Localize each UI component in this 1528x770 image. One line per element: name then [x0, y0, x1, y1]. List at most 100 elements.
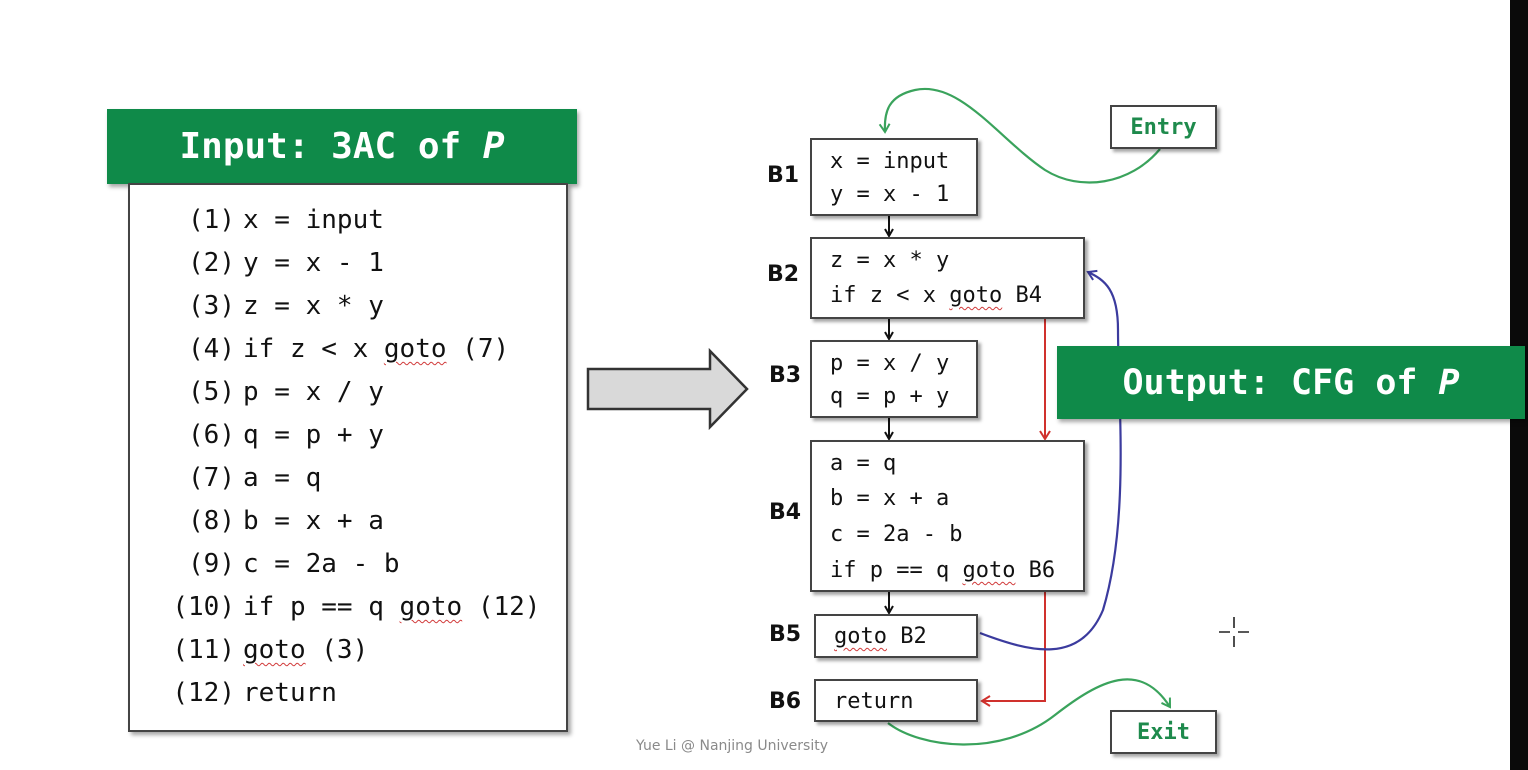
code-stmt-keyword: goto: [243, 635, 306, 665]
code-stmt-pre: z = x * y: [243, 291, 384, 321]
code-stmt-pre: c = 2a - b: [243, 549, 400, 579]
block-stmt: q = p + y: [830, 382, 949, 412]
code-line: (8) b = x + a: [130, 501, 384, 541]
input-banner-text: Input: 3AC of: [179, 126, 462, 167]
block-label: B4: [769, 500, 802, 525]
exit-node: Exit: [1110, 710, 1217, 754]
input-banner-var: P: [482, 126, 505, 167]
block-stmt: c = 2a - b: [830, 520, 962, 550]
block-stmt-keyword: goto: [949, 283, 1003, 308]
code-line-number: (9): [188, 549, 235, 579]
basic-block-b2: z = x * y if z < x goto B4: [810, 237, 1085, 319]
block-stmt: b = x + a: [830, 484, 949, 514]
code-line-number: (4): [188, 334, 235, 364]
code-line-number: (1): [188, 205, 235, 235]
code-stmt-pre: x = input: [243, 205, 384, 235]
code-line: (1) x = input: [130, 200, 384, 240]
code-line-number: (6): [188, 420, 235, 450]
block-stmt-post: B4: [1002, 283, 1042, 308]
code-line-number: (8): [188, 506, 235, 536]
code-stmt-post: (7): [446, 334, 510, 364]
code-stmt-keyword: goto: [399, 592, 463, 622]
edge-b6-exit: [887, 678, 1172, 746]
basic-block-b1: x = input y = x - 1: [810, 138, 978, 216]
code-line: (4) if z < x goto (7): [130, 329, 509, 369]
edge-b5-b2: [979, 269, 1122, 651]
code-stmt-pre: if z < x: [243, 334, 384, 364]
code-line-number: (11): [172, 635, 235, 665]
block-stmt: x = input: [830, 147, 949, 177]
block-stmt: if z < x goto B4: [830, 281, 1042, 311]
entry-label: Entry: [1130, 114, 1197, 140]
exit-label: Exit: [1137, 719, 1190, 745]
block-stmt: y = x - 1: [830, 180, 949, 210]
code-stmt-pre: q = p + y: [243, 420, 384, 450]
code-line: (6) q = p + y: [130, 415, 384, 455]
edge-b4-b6: [980, 592, 1046, 707]
block-stmt-pre: return: [834, 689, 914, 714]
output-banner-var: P: [1438, 362, 1460, 403]
code-stmt-pre: return: [243, 678, 337, 708]
code-stmt-pre: p = x / y: [243, 377, 384, 407]
basic-block-b6: return: [814, 679, 978, 722]
block-stmt: p = x / y: [830, 349, 949, 379]
block-stmt-pre: y = x - 1: [830, 182, 950, 207]
block-stmt-keyword: goto: [962, 558, 1016, 583]
three-address-code-listing: (1) x = input (2) y = x - 1 (3) z = x * y (4) i…: [128, 183, 568, 732]
block-label: B3: [769, 363, 802, 388]
code-line-number: (12): [172, 678, 235, 708]
code-stmt-keyword: goto: [383, 334, 447, 364]
block-label: B1: [767, 163, 800, 188]
code-line: (10) if p == q goto (12): [130, 587, 540, 627]
code-line: (2) y = x - 1: [130, 243, 384, 283]
code-line-number: (5): [188, 377, 235, 407]
code-line: (7) a = q: [130, 458, 321, 498]
output-banner: Output: CFG of P: [1057, 346, 1525, 419]
code-stmt-pre: a = q: [243, 463, 322, 493]
block-stmt: a = q: [830, 449, 896, 479]
code-line: (5) p = x / y: [130, 372, 384, 412]
input-banner: Input: 3AC of P: [107, 109, 577, 184]
block-stmt-pre: if p == q: [830, 558, 963, 583]
block-stmt-pre: if z < x: [830, 283, 950, 308]
code-line-number: (10): [172, 592, 235, 622]
crosshair-cursor-icon: [1219, 617, 1249, 647]
basic-block-b4: a = q b = x + a c = 2a - b if p == q goto B…: [810, 440, 1085, 592]
block-stmt: return: [834, 687, 913, 717]
code-line: (12) return: [130, 673, 337, 713]
block-label: B2: [767, 262, 800, 287]
block-stmt: goto B2: [834, 622, 927, 652]
block-stmt-pre: p = x / y: [830, 351, 950, 376]
block-stmt-pre: q = p + y: [830, 384, 950, 409]
block-stmt-pre: a = q: [830, 451, 897, 476]
footer-credit: Yue Li @ Nanjing University: [636, 738, 829, 754]
code-line: (9) c = 2a - b: [130, 544, 400, 584]
block-stmt-post: B6: [1015, 558, 1056, 583]
code-stmt-pre: b = x + a: [243, 506, 384, 536]
code-stmt-post: (12): [462, 592, 541, 622]
code-stmt-post: (3): [305, 635, 369, 665]
code-line: (11) goto (3): [130, 630, 368, 670]
output-banner-text: Output: CFG of: [1122, 362, 1418, 403]
block-stmt-pre: c = 2a - b: [830, 522, 963, 547]
block-stmt-pre: z = x * y: [830, 248, 950, 273]
code-line-number: (7): [188, 463, 235, 493]
code-line: (3) z = x * y: [130, 286, 384, 326]
code-stmt-pre: if p == q: [243, 592, 400, 622]
code-line-number: (2): [188, 248, 235, 278]
block-stmt: z = x * y: [830, 246, 949, 276]
code-stmt-pre: y = x - 1: [243, 248, 384, 278]
block-stmt-keyword: goto: [834, 624, 887, 649]
transform-arrow: [586, 347, 749, 431]
block-label: B6: [769, 689, 802, 714]
basic-block-b3: p = x / y q = p + y: [810, 340, 978, 418]
block-stmt-post: B2: [886, 624, 927, 649]
block-stmt: if p == q goto B6: [830, 556, 1055, 586]
code-line-number: (3): [188, 291, 235, 321]
block-label: B5: [769, 622, 802, 647]
entry-node: Entry: [1110, 105, 1217, 149]
block-stmt-pre: b = x + a: [830, 486, 950, 511]
edge-entry-b1: [878, 87, 1161, 184]
block-stmt-pre: x = input: [830, 149, 950, 174]
